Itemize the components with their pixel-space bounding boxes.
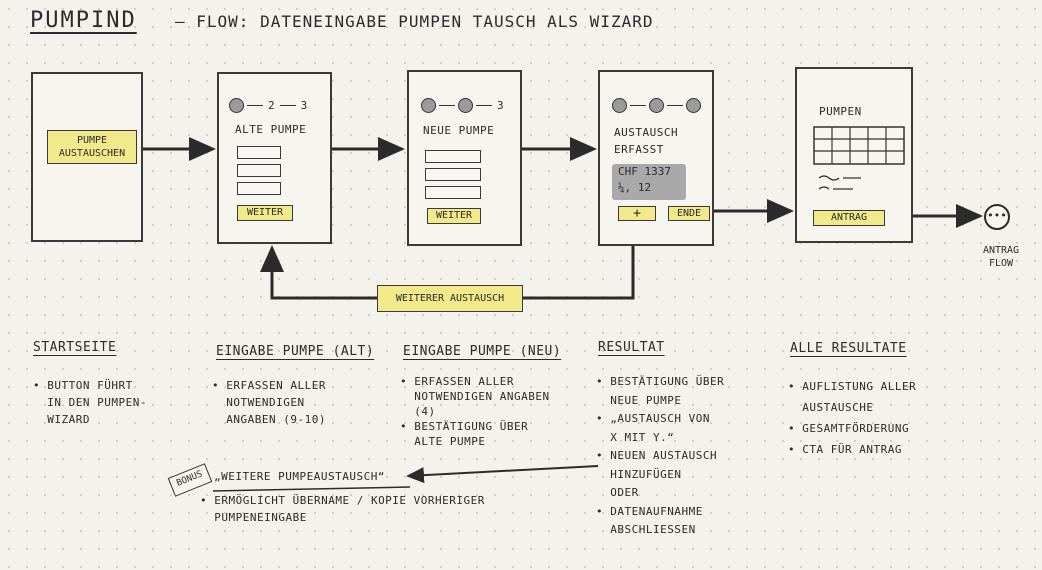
weiter-button[interactable]: WEITER <box>237 205 293 221</box>
step-2-icon <box>458 98 473 113</box>
description-line: PUMPENEINGABE <box>200 511 307 524</box>
bonus-description: • ERMÖGLICHT ÜBERNAME / KOPIE VORHERIGER… <box>200 492 485 526</box>
screen-title-line1: AUSTAUSCH <box>614 126 679 139</box>
screen-alte-pumpe: 2 3 ALTE PUMPE WEITER <box>217 72 332 244</box>
description-line: ODER <box>596 486 639 499</box>
page-subtitle: — FLOW: DATENEINGABE PUMPEN TAUSCH ALS W… <box>175 12 654 31</box>
description-line: • GESAMTFÖRDERUNG <box>788 422 910 435</box>
result-value-line1: CHF 1337 <box>618 165 671 178</box>
description-line: • NEUEN AUSTAUSCH <box>596 449 718 462</box>
description-line: • BESTÄTIGUNG ÜBER <box>400 420 529 433</box>
description-line: • „AUSTAUSCH VON <box>596 412 710 425</box>
step-3-label: 3 <box>497 99 504 112</box>
column-text-startseite: • BUTTON FÜHRT IN DEN PUMPEN- WIZARD <box>33 377 147 428</box>
ende-button[interactable]: ENDE <box>668 206 710 221</box>
description-line: AUSTAUSCHE <box>788 401 874 414</box>
description-line: NOTWENDIGEN ANGABEN <box>400 390 550 403</box>
description-line: (4) <box>400 405 436 418</box>
description-line: ALTE PUMPE <box>400 435 486 448</box>
screen-title-line2: ERFASST <box>614 143 664 156</box>
antrag-flow-node-icon[interactable]: ••• <box>984 204 1010 230</box>
input-field[interactable] <box>237 164 281 177</box>
step-2-icon <box>649 98 664 113</box>
screen-title: ALTE PUMPE <box>235 123 307 136</box>
screen-title: PUMPEN <box>819 105 862 118</box>
input-field[interactable] <box>425 168 481 181</box>
more-dots-icon: ••• <box>987 209 1007 222</box>
description-line: • ERFASSEN ALLER <box>212 379 326 392</box>
add-austausch-button[interactable]: + <box>618 206 656 221</box>
input-field[interactable] <box>425 186 481 199</box>
page-title: PUMPIND <box>30 8 137 33</box>
column-heading-resultat: RESULTAT <box>598 340 665 355</box>
pumpen-table <box>813 126 905 165</box>
column-heading-startseite: STARTSEITE <box>33 340 117 355</box>
wizard-stepper <box>612 98 701 113</box>
description-line: • ERFASSEN ALLER <box>400 375 514 388</box>
bonus-title: „WEITERE PUMPEAUSTAUSCH“ <box>214 470 385 483</box>
input-field[interactable] <box>237 182 281 195</box>
antrag-flow-label: ANTRAG FLOW <box>968 244 1034 270</box>
description-line: NEUE PUMPE <box>596 393 682 407</box>
description-line: • BUTTON FÜHRT <box>33 379 133 392</box>
description-line: • AUFLISTUNG ALLER <box>788 380 917 393</box>
step-1-icon <box>421 98 436 113</box>
description-line: WIZARD <box>33 413 90 426</box>
weiterer-austausch-button[interactable]: WEITERER AUSTAUSCH <box>377 285 523 312</box>
description-line: • DATENAUFNAHME <box>596 504 703 518</box>
step-1-icon <box>229 98 244 113</box>
column-text-alle-resultate: • AUFLISTUNG ALLER AUSTAUSCHE • GESAMTFÖ… <box>788 376 916 460</box>
summary-scribble <box>818 175 861 190</box>
antrag-flow-label-line1: ANTRAG <box>982 245 1020 256</box>
screen-austausch-erfasst: AUSTAUSCH ERFASST CHF 1337 ¼, 12 + ENDE <box>598 70 714 246</box>
column-text-eingabe-alt: • ERFASSEN ALLER NOTWENDIGEN ANGABEN (9-… <box>212 377 326 428</box>
step-3-icon <box>686 98 701 113</box>
description-line: • BESTÄTIGUNG ÜBER <box>596 375 725 388</box>
wizard-stepper: 2 3 <box>229 98 309 113</box>
step-2-label: 2 <box>268 99 275 112</box>
screen-neue-pumpe: 3 NEUE PUMPE WEITER <box>407 70 522 246</box>
column-heading-eingabe-neu: EINGABE PUMPE (NEU) <box>403 344 562 359</box>
description-line: NOTWENDIGEN <box>212 396 305 409</box>
description-line: IN DEN PUMPEN- <box>33 396 147 409</box>
column-text-eingabe-neu: • ERFASSEN ALLER NOTWENDIGEN ANGABEN (4)… <box>400 374 550 449</box>
description-line: ABSCHLIESSEN <box>596 523 696 536</box>
antrag-flow-label-line2: FLOW <box>988 258 1014 269</box>
step-1-icon <box>612 98 627 113</box>
arrow-resultat-to-bonus <box>406 465 599 484</box>
column-heading-alle-resultate: ALLE RESULTATE <box>790 341 907 356</box>
description-line: • ERMÖGLICHT ÜBERNAME / KOPIE VORHERIGER <box>200 494 485 507</box>
pumpe-austauschen-button[interactable]: PUMPE AUSTAUSCHEN <box>47 130 137 164</box>
input-field[interactable] <box>425 150 481 163</box>
screen-pumpen-uebersicht: PUMPEN ANTRAG <box>795 67 913 243</box>
screen-title: NEUE PUMPE <box>423 124 495 137</box>
step-3-label: 3 <box>300 99 308 112</box>
description-line: ANGABEN (9-10) <box>212 413 326 426</box>
weiter-button[interactable]: WEITER <box>427 208 481 224</box>
description-line: X MIT Y.“ <box>596 430 675 444</box>
wizard-stepper: 3 <box>421 98 506 113</box>
description-line: • CTA FÜR ANTRAG <box>788 443 902 456</box>
column-text-resultat: • BESTÄTIGUNG ÜBER NEUE PUMPE • „AUSTAUS… <box>596 373 724 540</box>
column-heading-eingabe-alt: EINGABE PUMPE (ALT) <box>216 344 375 359</box>
result-value-line2: ¼, 12 <box>618 181 652 194</box>
input-field[interactable] <box>237 146 281 159</box>
result-summary: CHF 1337 ¼, 12 <box>612 164 686 200</box>
description-line: HINZUFÜGEN <box>596 467 682 481</box>
screen-startseite: PUMPE AUSTAUSCHEN <box>31 72 143 242</box>
antrag-button[interactable]: ANTRAG <box>813 210 885 226</box>
bonus-underline <box>212 486 411 492</box>
